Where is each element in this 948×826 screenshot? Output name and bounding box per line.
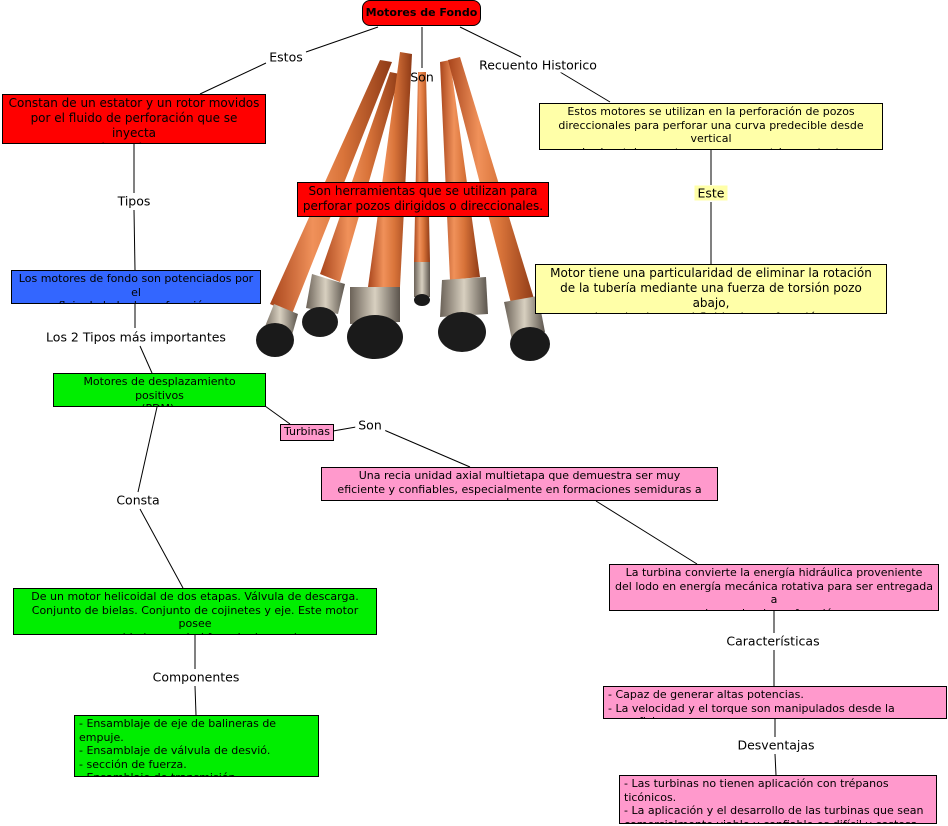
node-unidad-axial[interactable]: Una recia unidad axial multietapa que de… [321,467,718,501]
connector-line [305,26,379,53]
pipe-shape [302,72,400,337]
connector-line [774,753,777,776]
node-potenciados[interactable]: Los motores de fondo son potenciados por… [11,270,261,304]
connector-line [595,500,698,565]
node-estator[interactable]: Constan de un estator y un rotor movidos… [2,94,266,144]
connector-line [194,685,197,716]
connector-line [459,26,522,58]
connector-line [199,62,267,95]
link-label-caracteristicas: Características [723,633,823,649]
node-pdm[interactable]: Motores de desplazamiento positivos (PDM… [53,373,266,407]
node-motor-helicoidal[interactable]: De un motor helicoidal de dos etapas. Vá… [13,588,377,635]
connector-line [332,426,357,432]
node-direccionales[interactable]: Estos motores se utilizan en la perforac… [539,103,883,150]
node-turbinas[interactable]: Turbinas [280,424,334,441]
connector-line [383,429,471,468]
link-label-recuento: Recuento Historico [476,57,600,73]
pipe-shape [438,60,488,352]
link-label-estos: Estos [266,49,306,65]
connector-line [559,71,611,103]
link-label-este: Este [694,185,728,201]
node-desventajas[interactable]: - Las turbinas no tienen aplicación con … [619,775,937,824]
node-particularidad[interactable]: Motor tiene una particularidad de elimin… [535,264,887,314]
link-label-dos-tipos: Los 2 Tipos más importantes [43,329,229,345]
link-label-consta: Consta [113,492,163,508]
link-label-son: Son [410,69,434,85]
node-caracteristicas[interactable]: - Capaz de generar altas potencias. - La… [603,686,947,719]
node-herramientas[interactable]: Son herramientas que se utilizan para pe… [297,182,549,217]
link-label-componentes: Componentes [149,669,243,685]
connector-line [133,209,136,271]
connector-line [139,508,184,589]
link-label-desventajas: Desventajas [734,737,818,753]
root-node[interactable]: Motores de Fondo [362,0,481,26]
connector-line [139,345,153,374]
pipe-shape [347,52,412,359]
node-energia[interactable]: La turbina convierte la energía hidráuli… [609,564,939,611]
connector-line [264,405,291,425]
link-label-tipos: Tipos [114,193,154,209]
node-ensamblajes[interactable]: - Ensamblaje de eje de balineras de empu… [74,715,319,777]
connector-line [137,406,158,493]
link-label-son-turbinas: Son [355,417,385,433]
